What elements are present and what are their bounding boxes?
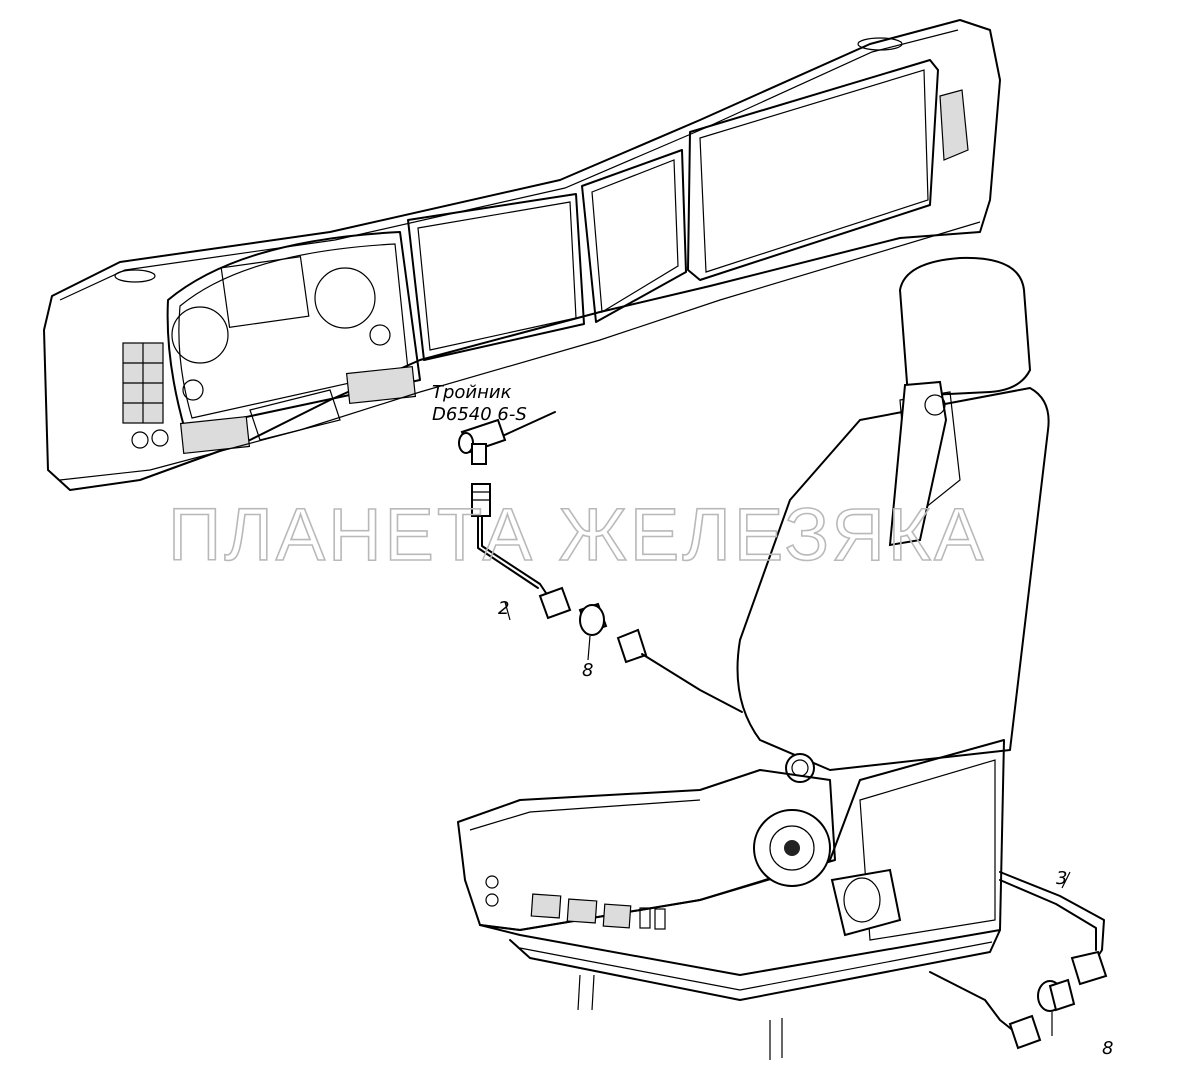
tee-fitting <box>458 418 507 465</box>
driver-seat <box>457 256 1050 1060</box>
watermark: ПЛАНЕТА ЖЕЛЕЗЯКА <box>168 493 986 576</box>
hose-lower <box>929 971 1042 1050</box>
hose-3 <box>999 871 1108 986</box>
label-fitting-8-upper: 8 <box>582 660 593 681</box>
label-hose-2: 2 <box>498 598 509 619</box>
tee-callout-line2: D6540 6-S <box>432 404 527 425</box>
fitting-8-upper <box>578 602 608 636</box>
hose-2 <box>477 411 556 597</box>
hose-3-upper <box>616 628 743 713</box>
label-hose-3: 3 <box>1056 868 1067 889</box>
hose-2-end-nut <box>538 586 572 620</box>
fitting-8-lower <box>1037 978 1076 1012</box>
fitting-upper-end <box>471 483 491 517</box>
label-fitting-8-lower: 8 <box>1102 1038 1113 1059</box>
dashboard-panel <box>43 19 1001 491</box>
tee-callout-line1: Тройник <box>432 382 512 403</box>
